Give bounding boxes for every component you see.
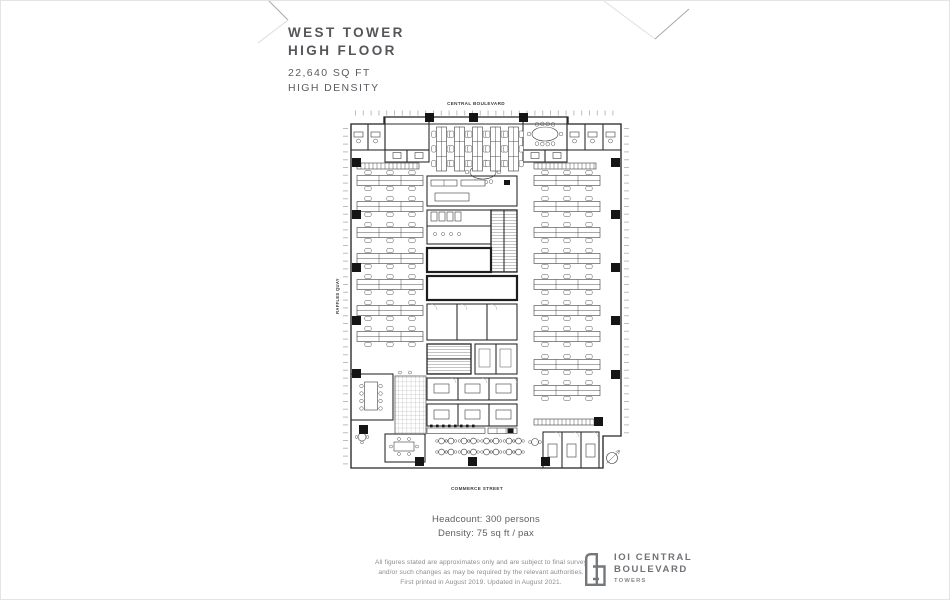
stats-block: Headcount: 300 persons Density: 75 sq ft… bbox=[331, 513, 641, 542]
title-line-1: WEST TOWER bbox=[288, 25, 405, 40]
logo-name-line-1: IOI CENTRAL bbox=[614, 552, 693, 563]
disclaimer-line-2: and/or such changes as may be required b… bbox=[378, 569, 584, 577]
north-arrow-icon bbox=[606, 450, 620, 464]
survey-ticks bbox=[343, 110, 629, 466]
desk-area-left bbox=[356, 170, 424, 347]
logo-building-icon bbox=[585, 553, 606, 586]
meeting-rooms-bottom-right bbox=[528, 431, 600, 469]
desk-area-center bbox=[431, 126, 524, 172]
page-title: WEST TOWER HIGH FLOOR 22,640 SQ FT HIGH … bbox=[288, 24, 405, 95]
disclaimer-line-1: All figures stated are approximates only… bbox=[374, 559, 588, 566]
street-label-top: CENTRAL BOULEVARD bbox=[447, 101, 505, 106]
floor-plan: CENTRAL BOULEVARD COMMERCE STREET RAFFLE… bbox=[335, 101, 629, 491]
disclaimer-line-3: First printed in August 2019. Updated in… bbox=[400, 579, 562, 587]
central-core bbox=[425, 175, 519, 427]
logo-text: IOI CENTRAL BOULEVARD TOWERS bbox=[614, 552, 692, 584]
logo-name-line-2: BOULEVARD bbox=[614, 563, 688, 575]
pantry-area bbox=[426, 424, 525, 456]
meeting-rooms-bottom-left bbox=[350, 370, 427, 463]
subtitle-area: 22,640 SQ FT bbox=[288, 67, 371, 80]
logo-name-line-3: TOWERS bbox=[614, 577, 647, 584]
disclaimer: All figures stated are approximates only… bbox=[301, 558, 661, 589]
headcount-text: Headcount: 300 persons bbox=[432, 514, 540, 525]
desk-area-right bbox=[533, 170, 601, 401]
title-line-2: HIGH FLOOR bbox=[288, 42, 397, 58]
page-subtitle: 22,640 SQ FT HIGH DENSITY bbox=[288, 66, 405, 95]
street-label-left: RAFFLES QUAY bbox=[335, 278, 340, 314]
offices-top-left bbox=[350, 116, 502, 185]
street-label-bottom: COMMERCE STREET bbox=[451, 486, 503, 491]
brand-logo: IOI CENTRAL BOULEVARD TOWERS bbox=[584, 552, 692, 586]
subtitle-density: HIGH DENSITY bbox=[288, 81, 380, 94]
density-text: Density: 75 sq ft / pax bbox=[438, 528, 534, 540]
